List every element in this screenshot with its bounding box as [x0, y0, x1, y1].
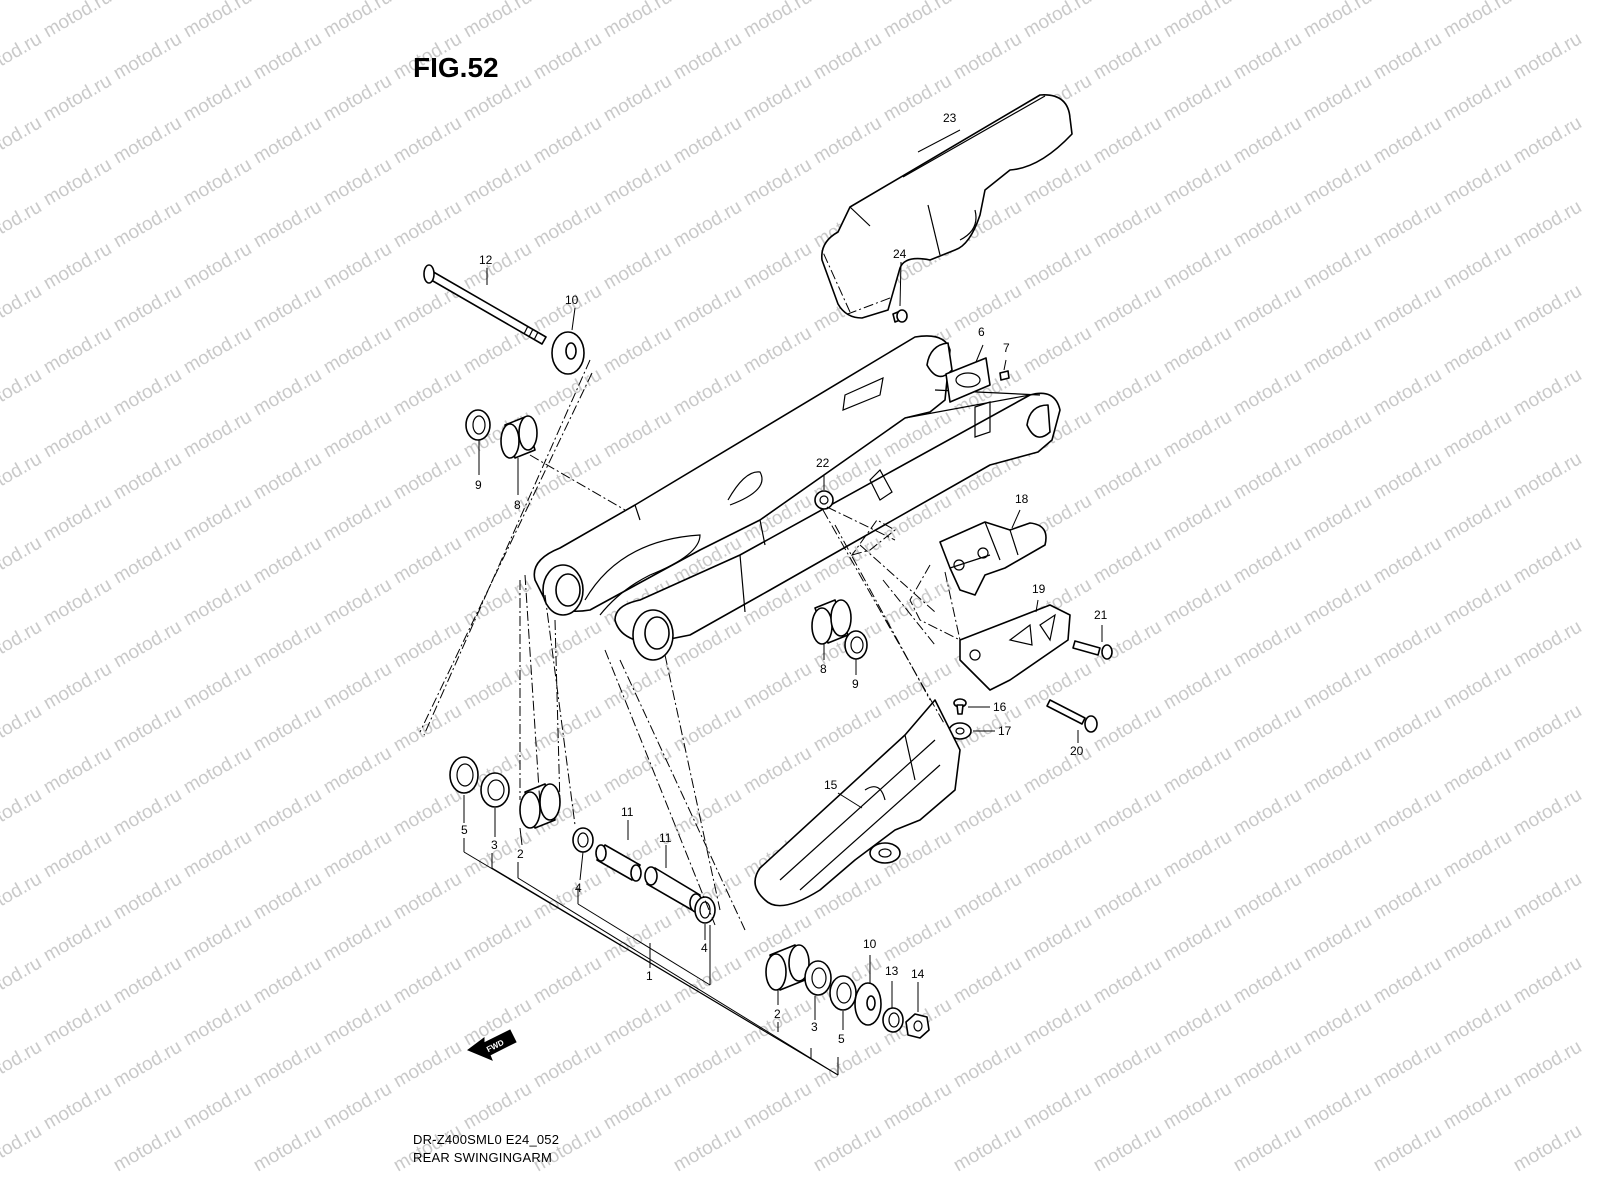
- callout-2: 2: [774, 1007, 781, 1021]
- callout-1: 1: [646, 969, 653, 983]
- part-10-washer-bottom: [854, 982, 882, 1026]
- callout-14: 14: [911, 967, 925, 981]
- leader-lines: [463, 129, 1103, 1030]
- part-15-chain-buffer: [754, 699, 961, 907]
- part-23-chain-case: [821, 94, 1073, 319]
- callout-13: 13: [885, 964, 899, 978]
- part-21-bolt: [1072, 640, 1113, 660]
- callout-3: 3: [811, 1020, 818, 1034]
- part-4-washer-right: [694, 896, 716, 924]
- part-11-collar-upper: [595, 844, 642, 882]
- callout-4: 4: [701, 941, 708, 955]
- part-9-seal-upper: [465, 409, 491, 441]
- callout-6: 6: [978, 325, 985, 339]
- callout-8: 8: [820, 662, 827, 676]
- part-7-adjuster-bolt: [999, 370, 1010, 381]
- callout-2: 2: [517, 847, 524, 861]
- diagram-caption: REAR SWINGINGARM: [413, 1150, 552, 1165]
- callout-17: 17: [998, 724, 1012, 738]
- callout-10: 10: [565, 293, 579, 307]
- callout-15: 15: [824, 778, 838, 792]
- figure-title: FIG.52: [413, 52, 499, 83]
- part-5-seal-left: [449, 756, 479, 794]
- part-8-bearing-upper: [500, 415, 538, 459]
- part-5-seal-right: [829, 975, 857, 1011]
- part-18-chain-guide: [939, 521, 1047, 596]
- callout-23: 23: [943, 111, 957, 125]
- callout-9: 9: [852, 677, 859, 691]
- part-19-guide-plate: [959, 604, 1071, 691]
- callout-8: 8: [514, 498, 521, 512]
- callout-5: 5: [461, 823, 468, 837]
- callout-9: 9: [475, 478, 482, 492]
- callout-10: 10: [863, 937, 877, 951]
- part-24-screw: [892, 309, 908, 323]
- callout-20: 20: [1070, 744, 1084, 758]
- part-4-washer-left: [572, 827, 594, 853]
- part-12-pivot-bolt: [423, 264, 547, 345]
- callout-5: 5: [838, 1032, 845, 1046]
- part-8-bearing-mid: [811, 599, 852, 645]
- fwd-arrow-icon: FWD: [467, 1029, 517, 1061]
- callout-22: 22: [816, 456, 830, 470]
- callout-4: 4: [575, 881, 582, 895]
- callout-16: 16: [993, 700, 1007, 714]
- part-3-seal-right: [804, 960, 832, 996]
- part-2-bearing-right: [765, 944, 810, 991]
- model-code: DR-Z400SML0 E24_052: [413, 1132, 560, 1147]
- part-11-collar-lower: [644, 866, 703, 913]
- part-6-adjuster-plate: [945, 357, 991, 403]
- callout-19: 19: [1032, 582, 1046, 596]
- callout-11: 11: [621, 805, 634, 819]
- assembly-guide-lines: [419, 249, 961, 931]
- part-1-swingarm: [533, 335, 1061, 661]
- callout-labels: 23 24 12 10 6 7 9 8 22 18 19 21 8 9 16 1…: [461, 111, 1108, 1046]
- part-3-seal-left: [480, 772, 510, 808]
- callout-18: 18: [1015, 492, 1029, 506]
- part-10-washer-top: [551, 331, 585, 375]
- part-9-seal-mid: [844, 630, 868, 660]
- callout-7: 7: [1003, 341, 1010, 355]
- callout-21: 21: [1094, 608, 1108, 622]
- callout-11: 11: [659, 831, 672, 845]
- part-14-nut: [905, 1013, 930, 1039]
- part-16-screw: [953, 698, 967, 715]
- callout-3: 3: [491, 838, 498, 852]
- callout-24: 24: [893, 247, 907, 261]
- part-1-bracket-lines: [463, 838, 839, 1076]
- callout-12: 12: [479, 253, 493, 267]
- part-22-nut: [814, 490, 834, 510]
- part-20-bolt: [1046, 699, 1098, 733]
- part-2-bearing-left: [519, 783, 561, 829]
- part-13-washer: [882, 1007, 904, 1033]
